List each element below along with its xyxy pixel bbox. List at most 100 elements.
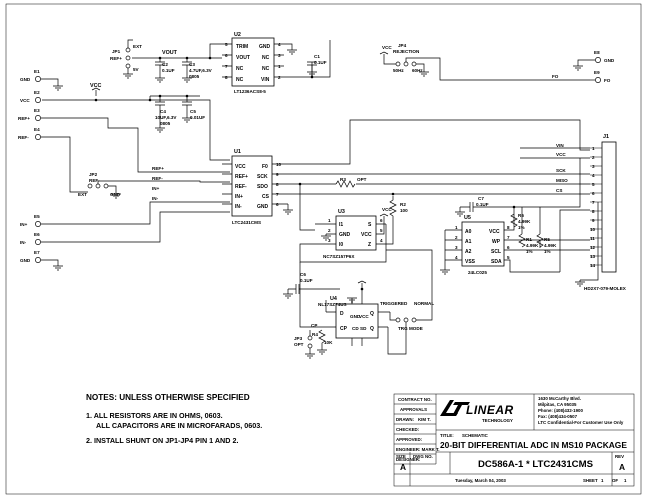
u1-pin-inn: IN- (235, 204, 242, 210)
u1-pin-refp: REF+ (235, 174, 248, 180)
linear-technology-logo: LINEAR TECHNOLOGY (440, 400, 514, 423)
u2-num-6: 6 (225, 53, 228, 58)
u3-num-2: 2 (328, 228, 331, 233)
c5-capacitor[interactable]: C5 0.01UF (182, 101, 205, 120)
jp2-opt-gnd: GND (110, 192, 121, 197)
sheet-frame (5, 3, 642, 495)
r6-resistor[interactable]: R6 4.99K 1% (510, 213, 531, 230)
e5-ref: E5 (34, 214, 40, 219)
jp1-name: REF+ (110, 56, 122, 61)
jp4-name: REJECTION (393, 49, 420, 54)
u1-pin-cs: CS (262, 194, 270, 200)
u3-pin-vcc: VCC (361, 232, 372, 238)
u4-pin-cd: CD (352, 326, 359, 331)
jp2-jumper[interactable]: JP2 REF- EXT GND (78, 172, 121, 197)
tb-drawn: DRAWN: (396, 417, 415, 422)
u5-ref: U5 (464, 215, 471, 221)
e4-refn-terminal[interactable]: E4 REF- (18, 127, 41, 140)
e8-ref: E8 (594, 50, 600, 55)
e3-refp-terminal[interactable]: E3 REF+ (18, 108, 41, 121)
e8-ground-terminal[interactable]: E8 GND (594, 50, 615, 63)
jp3-jumper[interactable]: JP3 OPT (294, 335, 313, 349)
j1-pin-14: 14 (590, 263, 596, 268)
u1-pin-vcc: VCC (235, 164, 246, 170)
u3-pin-s: S (368, 222, 372, 228)
jp4-ref: JP4 (398, 43, 407, 48)
c1-ref: C1 (314, 54, 320, 59)
r4-resistor[interactable]: R4 10K (312, 329, 333, 350)
u2-part: LT1236ACS8-5 (234, 89, 266, 94)
tb-approvals: APPROVALS (400, 407, 427, 412)
j1-pin-8: 8 (592, 209, 595, 214)
u2-reference-ic[interactable]: U2 LT1236ACS8-5 TRIM VOUT NC NC GND NC N… (225, 32, 281, 94)
tb-size: A (400, 462, 406, 472)
c3-capacitor[interactable]: C3 4.7UF,6.3V 0805 (182, 61, 213, 79)
net-vout: VOUT (162, 50, 178, 56)
tb-of: 1 (624, 478, 627, 483)
u5-pin-vss: VSS (465, 259, 476, 265)
u5-num-8: 8 (507, 225, 510, 230)
u3-pin-z: Z (368, 242, 371, 248)
u2-num-2: 2 (278, 75, 281, 80)
r1-resistor[interactable]: R1 4.99K 1% (518, 233, 539, 254)
e5-label: IN+ (20, 222, 28, 227)
e1-ground-terminal[interactable]: E1 GND (20, 69, 41, 82)
r2-resistor[interactable]: R2 100 (389, 196, 408, 230)
c2-capacitor[interactable]: C2 0.1UF (155, 61, 175, 78)
j1-pin-5: 5 (592, 182, 595, 187)
c6-ref: C6 (300, 272, 306, 277)
e6-inn-terminal[interactable]: E6 IN- (20, 232, 41, 245)
u1-adc-ic[interactable]: U1 LTC2431CMS VCC REF+ REF- IN+ IN- F0 S… (231, 149, 282, 225)
jp2-name: REF- (89, 178, 100, 183)
tb-of-label: OF (612, 478, 618, 483)
fo-net-label: FO (552, 74, 559, 79)
c6-value: 0.1UF (300, 278, 313, 283)
jp4-rejection-jumper[interactable]: JP4 REJECTION 50Hz 60Hz (393, 43, 423, 73)
tb-addr1: 1630 McCarthy Blvd. (538, 396, 581, 401)
c3-ref: C3 (189, 62, 195, 67)
e9-fo-terminal[interactable]: E9 FO (594, 70, 611, 83)
u5-eeprom-ic[interactable]: U5 24LC025 A0 A1 A2 VSS VCC WP SCL SDA 1… (455, 215, 510, 275)
u2-ref: U2 (234, 32, 241, 38)
c6-capacitor[interactable]: C6 0.1UF (288, 272, 340, 294)
u5-num-5: 5 (507, 255, 510, 260)
u3-mux-ic[interactable]: U3 NC7SZ157P6X I1 GND I0 S VCC Z 1 2 3 6… (323, 209, 383, 259)
j1-net-vin: VIN (556, 143, 564, 148)
e7-ref: E7 (34, 250, 40, 255)
jp2-ref: JP2 (89, 172, 98, 177)
c7-ref: C7 (478, 196, 484, 201)
u3-num-3: 3 (328, 238, 331, 243)
e5-inp-terminal[interactable]: E5 IN+ (20, 214, 41, 227)
tb-drawn-value: KIM T. (418, 417, 431, 422)
e4-ref: E4 (34, 127, 40, 132)
c1-capacitor[interactable]: C1 0.1UF (307, 54, 327, 72)
j1-pin-9: 9 (592, 218, 595, 223)
u3-pin-i1: I1 (339, 222, 343, 228)
u1-pin-refn: REF- (235, 184, 247, 190)
u2-num-7: 7 (225, 64, 228, 69)
u1-num-8: 8 (276, 182, 279, 187)
j1-net-miso: MISO (556, 178, 568, 183)
j1-header-connector[interactable]: J1 HD2X7-079-MOLEX (584, 134, 627, 291)
logo-linear: LINEAR (466, 403, 514, 417)
u4-flipflop-ic[interactable]: U4 NL17SZ74US D CP Q Q GND VCC CD SD (318, 296, 379, 339)
r1-tol: 1% (526, 249, 533, 254)
c4-capacitor[interactable]: C4 10UF,6.3V 0805 (155, 101, 177, 126)
j1-pin-numbers: 1 2 3 4 5 6 7 8 9 10 11 12 13 14 (590, 146, 596, 268)
net-refn: REF- (152, 176, 163, 181)
e7-ground-terminal[interactable]: E7 GND (20, 250, 41, 263)
tb-engineer: ENGINEER: MARK T. (396, 447, 439, 452)
u3-num-5: 5 (380, 228, 383, 233)
c7-capacitor[interactable]: C7 0.1UF (460, 196, 490, 212)
r3-resistor[interactable]: R3 OPT (335, 177, 367, 188)
u3-pin-gnd: GND (339, 232, 351, 238)
e2-vcc-terminal[interactable]: E2 VCC (20, 90, 41, 103)
tb-fax: Fax: (408)434-0507 (538, 414, 578, 419)
jp5-trigger-mode-jumper[interactable]: TRIGGERED NORMAL TRG MODE (380, 301, 434, 331)
j1-pin-6: 6 (592, 191, 595, 196)
u4-pin-sd: SD (360, 326, 367, 331)
u5-part: 24LC025 (468, 270, 487, 275)
r4-ref: R4 (312, 332, 318, 337)
j1-pin-3: 3 (592, 164, 595, 169)
jp1-opt-ext: EXT (133, 44, 142, 49)
